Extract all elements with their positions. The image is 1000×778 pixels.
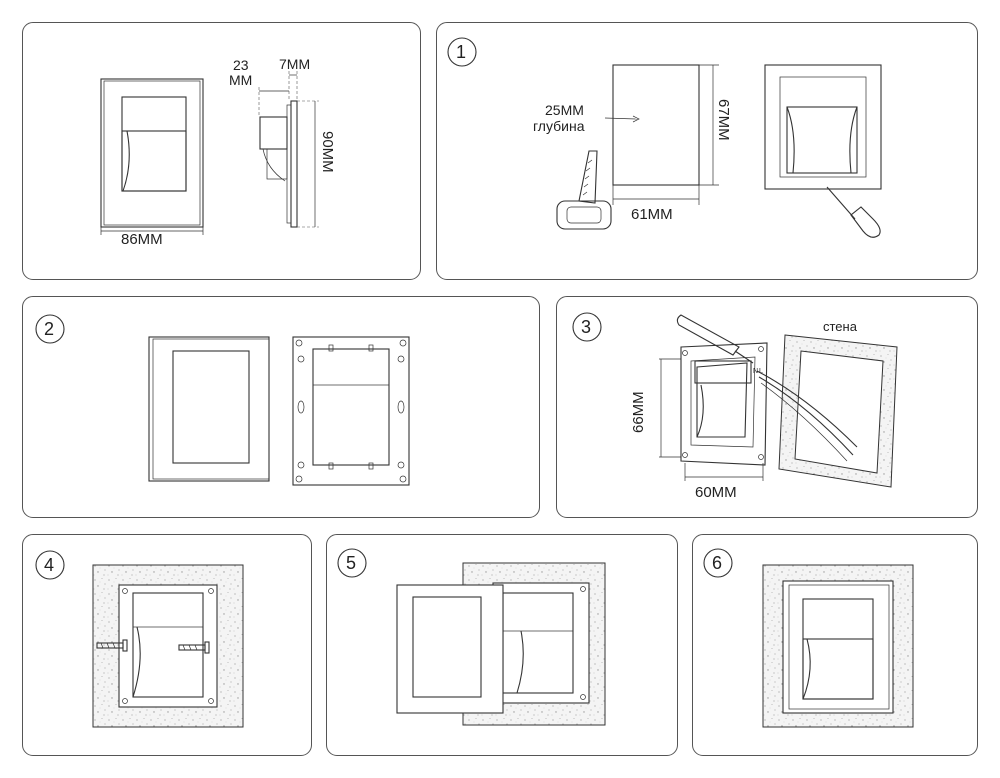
luminaire-front bbox=[764, 64, 882, 190]
step-4-drawing: 4 bbox=[35, 550, 244, 728]
wall-label: стена bbox=[823, 319, 858, 334]
step-2-panel: 2 bbox=[22, 296, 540, 518]
step-6-badge bbox=[703, 548, 733, 578]
step-5-number: 5 bbox=[346, 553, 356, 573]
step-4-number: 4 bbox=[44, 555, 54, 575]
step-1-badge bbox=[447, 37, 477, 67]
power-wires bbox=[756, 370, 858, 462]
step-2-number: 2 bbox=[44, 319, 54, 339]
step-6-number: 6 bbox=[712, 553, 722, 573]
step-5-badge bbox=[337, 548, 367, 578]
step-6-drawing: 6 bbox=[703, 548, 914, 728]
step-1-panel: 1 67MM 61MM 25MM глубина bbox=[436, 22, 978, 280]
terminal-l-label: L bbox=[759, 368, 763, 375]
step-4-badge bbox=[35, 550, 65, 580]
screwdriver-icon bbox=[676, 314, 754, 364]
hole-width-label: 61MM bbox=[631, 206, 673, 223]
screw-left-icon bbox=[96, 639, 128, 652]
step-1-drawing: 1 67MM 61MM 25MM глубина bbox=[447, 37, 882, 238]
hole-height-label: 67MM bbox=[715, 99, 732, 141]
mounting-plate bbox=[292, 336, 410, 486]
depth-caption: глубина bbox=[533, 118, 585, 134]
frame-label: 7MM bbox=[279, 56, 310, 72]
box-height-label: 66MM bbox=[630, 391, 647, 433]
step-1-number: 1 bbox=[456, 42, 466, 62]
screwdriver-icon bbox=[826, 186, 881, 238]
step-3-drawing: 3 стена N L bbox=[572, 312, 898, 501]
screw-right-icon bbox=[178, 641, 210, 654]
step-3-badge bbox=[572, 312, 602, 342]
step-3-number: 3 bbox=[581, 317, 591, 337]
wall-section bbox=[778, 334, 898, 488]
mounting-box bbox=[118, 584, 218, 708]
height-label: 90MM bbox=[319, 131, 336, 173]
terminal-n-label: N bbox=[753, 368, 758, 375]
box-width-label: 60MM bbox=[695, 484, 737, 501]
step-6-panel: 6 bbox=[692, 534, 978, 756]
step-2-drawing: 2 bbox=[35, 314, 410, 486]
saw-icon bbox=[556, 150, 612, 230]
step-2-badge bbox=[35, 314, 65, 344]
step-5-panel: 5 bbox=[326, 534, 678, 756]
decorative-frame bbox=[396, 584, 504, 714]
step-3-panel: 3 стена N L bbox=[556, 296, 978, 518]
step-5-drawing: 5 bbox=[337, 548, 606, 726]
dimensions-drawing: 86MM 23 MM 7MM 90MM bbox=[100, 56, 336, 248]
side-view bbox=[259, 100, 298, 228]
depth-label-top: 23 bbox=[233, 57, 249, 73]
mounting-box bbox=[680, 342, 768, 466]
depth-label-bottom: MM bbox=[229, 72, 252, 88]
width-label: 86MM bbox=[121, 231, 163, 248]
dimensions-panel: 86MM 23 MM 7MM 90MM bbox=[22, 22, 421, 280]
installed-luminaire bbox=[782, 580, 894, 714]
front-view bbox=[100, 78, 204, 228]
step-4-panel: 4 bbox=[22, 534, 312, 756]
decorative-frame bbox=[148, 336, 270, 482]
wall-hole bbox=[612, 64, 700, 186]
mounting-box bbox=[492, 582, 590, 704]
depth-value: 25MM bbox=[545, 102, 584, 118]
